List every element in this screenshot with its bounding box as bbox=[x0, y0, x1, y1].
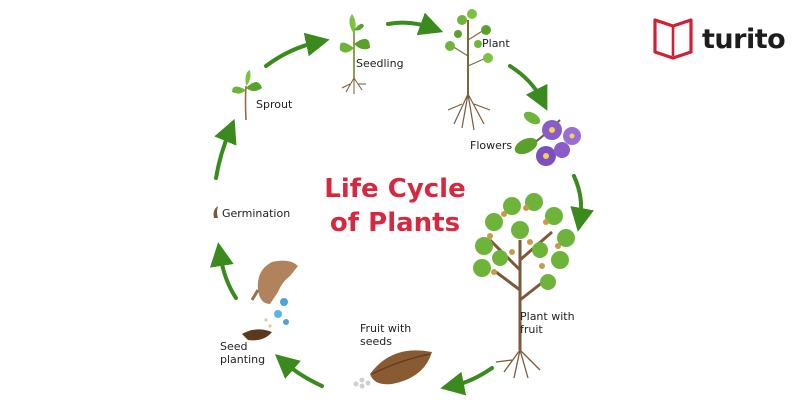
arrow-plant-to-flowers bbox=[508, 64, 548, 111]
stage-label-flowers: Flowers bbox=[470, 139, 513, 152]
stage-label-plant: Plant bbox=[482, 37, 510, 50]
brand-name: turito bbox=[702, 23, 786, 55]
plant-with-fruit-line-2: fruit bbox=[520, 323, 543, 336]
stage-label-seedling: Seedling bbox=[356, 57, 404, 70]
stage-label-germination: Germination bbox=[222, 207, 291, 220]
flowers-illustration bbox=[514, 111, 581, 166]
cycle-arrows bbox=[209, 12, 594, 396]
plant-with-fruit-line-1: Plant with bbox=[520, 310, 575, 323]
title-line-2: of Plants bbox=[329, 208, 461, 238]
sprout-illustration bbox=[232, 70, 262, 121]
arrow-fruiting-plant-to-fruit bbox=[440, 366, 494, 396]
seedling-illustration bbox=[339, 14, 370, 94]
stage-label-plant-with-fruit: Plant with fruit bbox=[520, 310, 575, 336]
title-line-1: Life Cycle bbox=[324, 174, 466, 204]
arrow-germination-to-sprout bbox=[214, 118, 237, 180]
brand-logo: turito bbox=[695, 19, 786, 59]
fruiting-plant-illustration bbox=[473, 193, 575, 379]
arrow-sprout-to-seedling bbox=[264, 32, 330, 68]
seed-planting-line-2: planting bbox=[220, 353, 266, 366]
seed-planting-line-1: Seed bbox=[220, 340, 248, 353]
fruit-illustration bbox=[353, 350, 432, 389]
seed-planting-illustration bbox=[242, 260, 298, 341]
arrow-seedling-to-plant bbox=[386, 12, 444, 36]
stage-label-seed-planting: Seed planting bbox=[220, 340, 265, 366]
arrow-seed-planting-to-germination bbox=[209, 242, 238, 300]
arrow-flowers-to-fruiting-plant bbox=[570, 174, 594, 232]
arrow-fruit-to-seed-planting bbox=[274, 354, 324, 388]
turito-logo-icon bbox=[653, 18, 693, 60]
fruit-with-seeds-line-1: Fruit with bbox=[360, 322, 412, 335]
stage-label-fruit-with-seeds: Fruit with seeds bbox=[360, 322, 411, 348]
germination-illustration bbox=[213, 206, 218, 218]
plant-illustration bbox=[445, 9, 493, 131]
diagram-title: Life Cycle of Plants bbox=[300, 172, 490, 240]
fruit-with-seeds-line-2: seeds bbox=[360, 335, 392, 348]
stage-label-sprout: Sprout bbox=[256, 98, 293, 111]
